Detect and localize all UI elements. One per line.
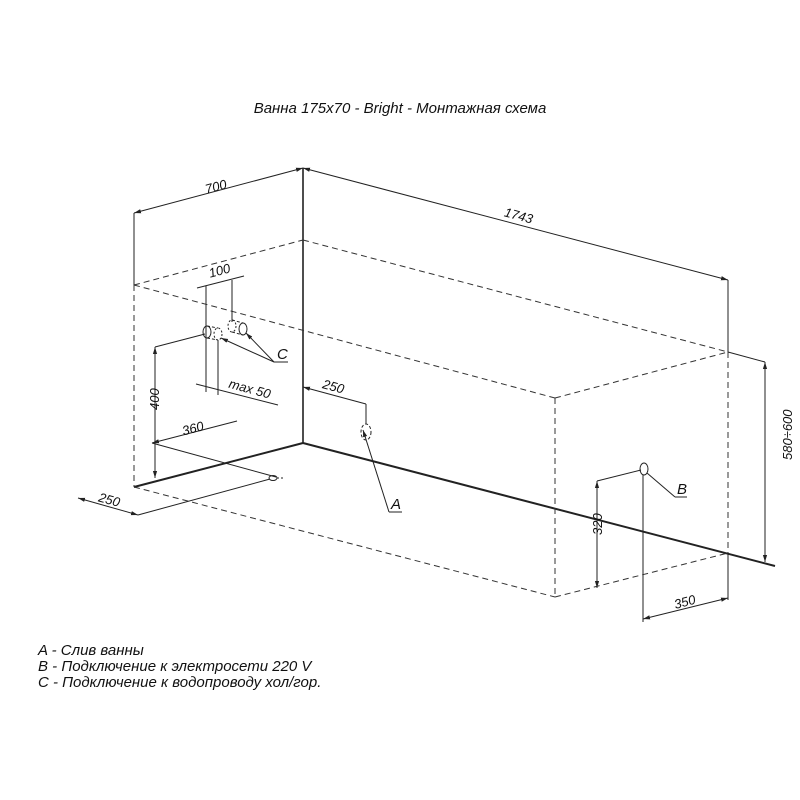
- water-pipes: [195, 275, 288, 406]
- wall-floor-lines: [133, 168, 776, 567]
- dim-250-drain-label: 250: [320, 376, 347, 397]
- legend-item-b: B - Подключение к электросети 220 V: [38, 658, 312, 675]
- dimension-700: [133, 167, 304, 285]
- drain-a: [302, 386, 402, 513]
- dim-100-label: 100: [207, 260, 233, 280]
- dim-250-left-label: 250: [96, 489, 123, 510]
- dim-700-label: 700: [203, 176, 229, 196]
- dimension-1743: [302, 167, 729, 352]
- marker-c: C: [277, 346, 288, 363]
- electrical-b: [594, 462, 729, 622]
- dim-360-label: 360: [180, 418, 206, 438]
- dim-400-label: 400: [147, 388, 162, 410]
- dimension-400-360: [151, 333, 277, 478]
- bathtub-outline: [133, 239, 729, 598]
- legend-item-c: C - Подключение к водопроводу хол/гор.: [38, 674, 322, 691]
- dim-1743-label: 1743: [503, 205, 536, 227]
- legend-item-a: A - Слив ванны: [38, 642, 144, 659]
- marker-b: B: [677, 481, 687, 498]
- dim-320-label: 320: [590, 513, 605, 535]
- marker-a: A: [390, 496, 401, 513]
- dimension-580-600: [727, 351, 768, 562]
- dimension-250-left: [77, 475, 285, 516]
- diagram-title: Ванна 175x70 - Bright - Монтажная схема: [253, 100, 547, 117]
- dim-350-label: 350: [672, 592, 698, 612]
- legend: A - Слив ванны B - Подключение к электро…: [38, 643, 321, 691]
- dim-580-600-label: 580÷600: [780, 409, 795, 460]
